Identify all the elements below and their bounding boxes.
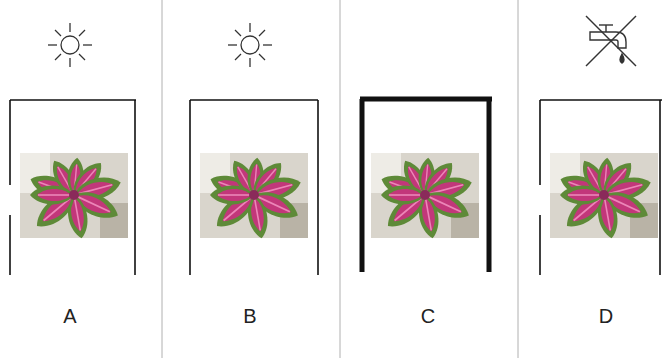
panel-label: C — [421, 305, 435, 328]
box-dark — [360, 99, 492, 272]
panel-label: A — [63, 305, 76, 328]
box-open-side — [10, 100, 136, 275]
plant-photo — [200, 153, 308, 240]
plant-photo — [550, 153, 658, 240]
no-water-icon — [586, 16, 636, 66]
plant-photo — [20, 153, 128, 240]
box-open-side — [540, 100, 662, 275]
panel-label: D — [599, 305, 613, 328]
sun-icon — [228, 23, 272, 67]
plant-photo — [371, 153, 479, 240]
sun-icon — [48, 23, 92, 67]
panel-label: B — [243, 305, 256, 328]
box-closed — [190, 100, 318, 275]
panel-separator — [162, 0, 518, 358]
